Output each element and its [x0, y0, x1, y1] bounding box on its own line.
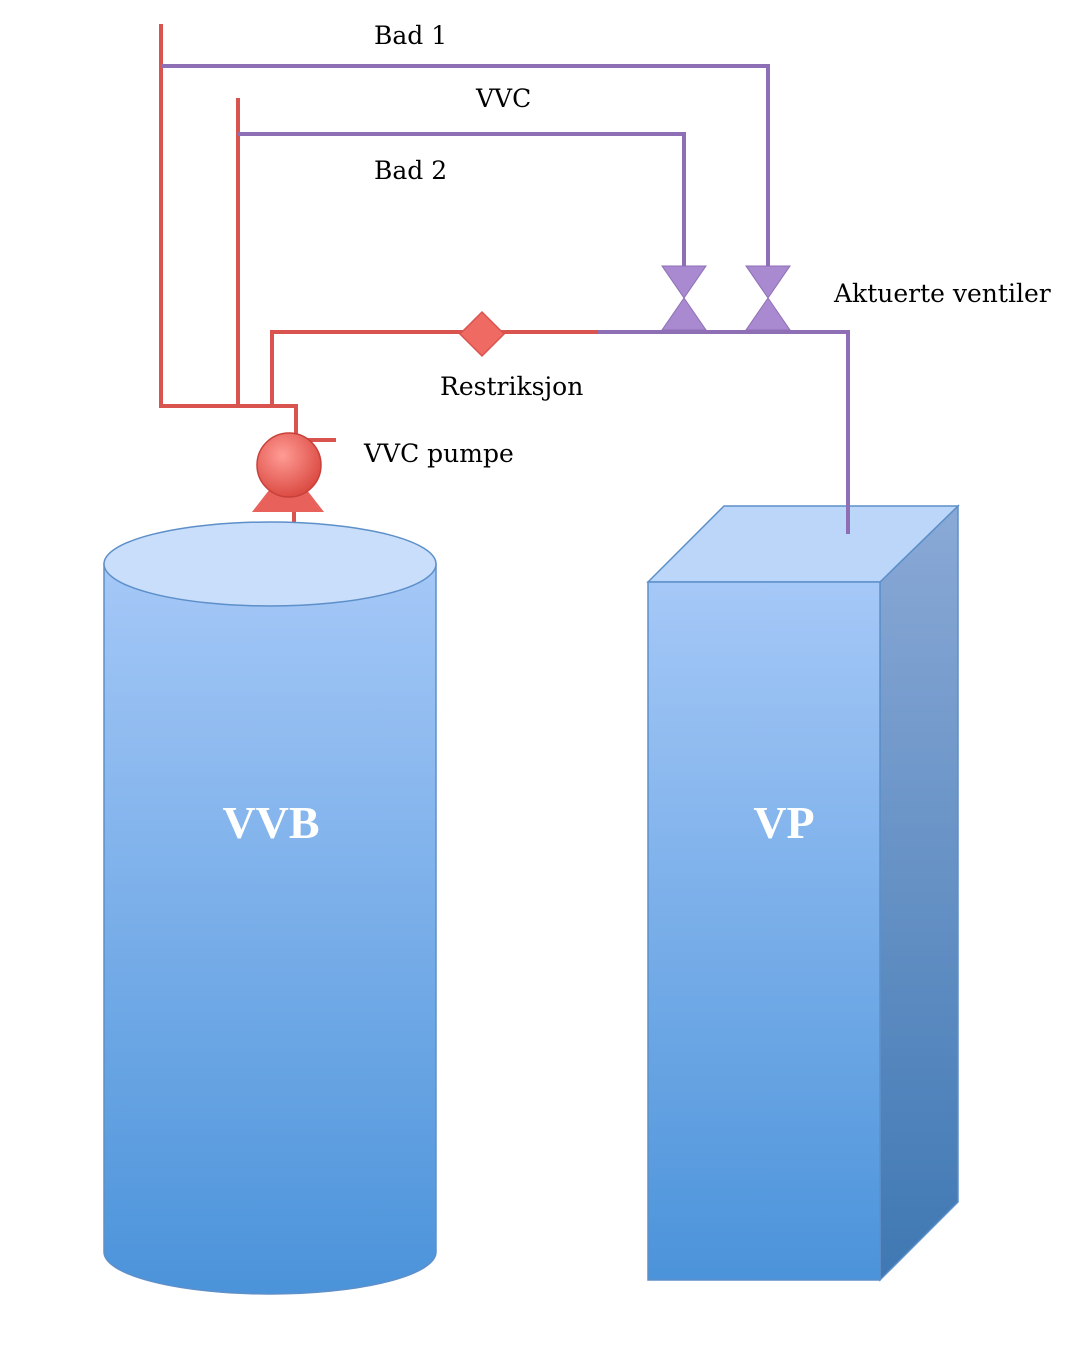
- tank-vp: VP: [646, 504, 960, 1282]
- pump-body: [256, 432, 322, 498]
- pipe-bad2-line: [238, 132, 686, 268]
- label-bad1: Bad 1: [374, 21, 447, 50]
- valve-right-bottom: [745, 297, 791, 331]
- pipe-return-to-vp: [598, 330, 850, 534]
- restriction-icon: [458, 310, 506, 358]
- tank-vp-label: VP: [753, 797, 814, 848]
- valve-right-top: [745, 265, 791, 299]
- pump-icon: [252, 432, 324, 512]
- tank-vp-side: [879, 504, 959, 1282]
- tank-vp-front: [647, 581, 881, 1281]
- pipe-header: [159, 404, 298, 440]
- label-pump: VVC pumpe: [363, 439, 514, 468]
- tank-vvb-body: [103, 563, 437, 1295]
- label-bad2: Bad 2: [374, 156, 447, 185]
- circulation-pipes: [161, 64, 850, 534]
- valve-left-bottom: [661, 297, 707, 331]
- tank-vvb: VVB: [103, 521, 437, 1295]
- valve-left-top: [661, 265, 707, 299]
- pipe-bad1-line: [161, 64, 770, 268]
- valve-icon: [745, 265, 791, 331]
- label-vvc: VVC: [475, 84, 531, 113]
- label-valves: Aktuerte ventiler: [833, 279, 1051, 308]
- valve-icon: [661, 265, 707, 331]
- label-restriction: Restriksjon: [440, 372, 583, 401]
- tank-vvb-top: [103, 521, 437, 607]
- tank-vvb-label: VVB: [222, 797, 319, 848]
